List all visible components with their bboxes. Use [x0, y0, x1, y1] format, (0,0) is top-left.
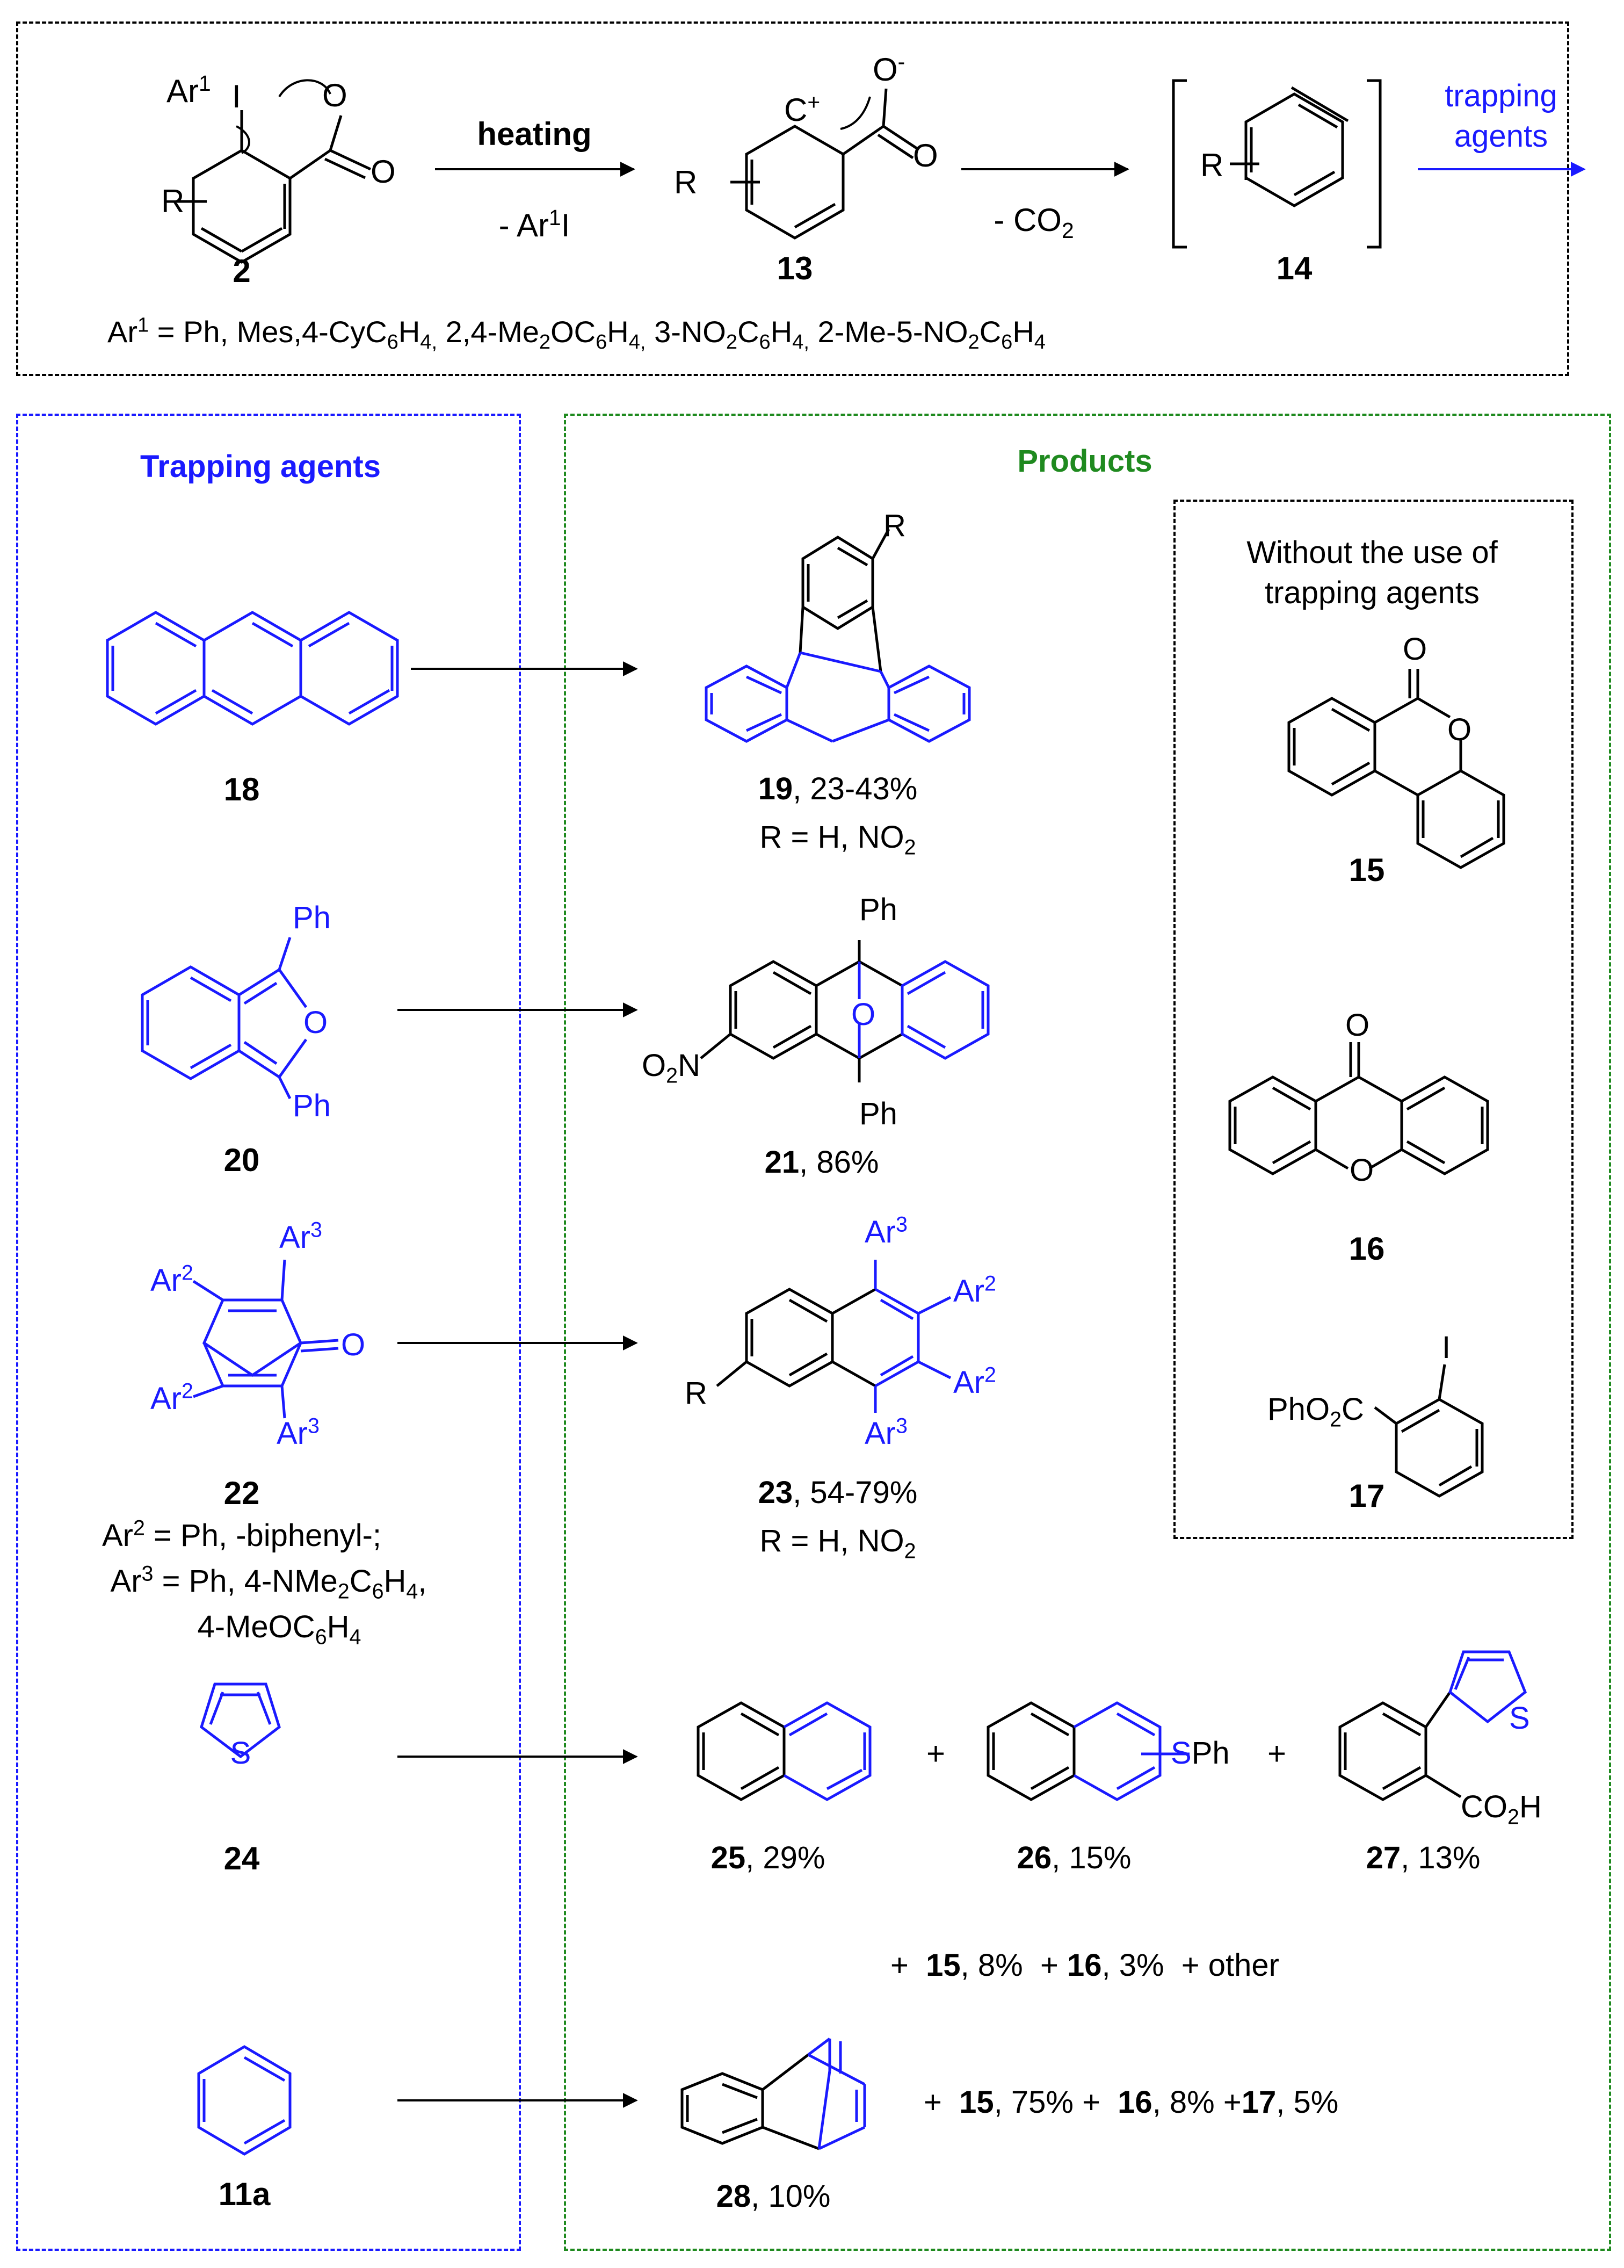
compound-21-label: 21, 86%: [764, 1145, 879, 1180]
iodine-label: I: [232, 78, 241, 114]
compound-27-label: 27, 13%: [1366, 1840, 1481, 1875]
compound-19-label: 19, 23-43%: [758, 771, 918, 806]
compound-24-structure: [200, 1682, 281, 1759]
ar3-definition-22: Ar3 = Ph, 4-NMe2C6H4,: [110, 1562, 427, 1604]
o-20: O: [303, 1005, 328, 1040]
ar2-top-22: Ar2: [150, 1261, 193, 1298]
products-panel: [564, 414, 1611, 2251]
compound-14-structure: [1172, 79, 1382, 249]
plus-26-27: +: [1267, 1736, 1287, 1772]
compound-21-structure: [700, 940, 990, 1082]
without-trapping-title-2: trapping agents: [1265, 575, 1480, 610]
ar3-top-23: Ar3: [865, 1212, 908, 1249]
sph-group-26: SPh: [1171, 1736, 1230, 1771]
compound-19-structure: [705, 528, 971, 743]
o-22: O: [341, 1327, 366, 1362]
o-carbonyl-16: O: [1345, 1008, 1370, 1043]
compound-16-structure: [1228, 1042, 1489, 1175]
ar1-definition: Ar1 = Ph, Mes,4-CyC6H4, 2,4-Me2OC6H4, 3-…: [107, 314, 1046, 354]
compound-17-label: 17: [1349, 1478, 1385, 1514]
compound-23-r-definition: R = H, NO2: [759, 1523, 916, 1563]
ph-bottom-20: Ph: [293, 1088, 331, 1123]
trapping-agents-arrow-label-1: trapping: [1445, 78, 1557, 113]
compound-25-label: 25, 29%: [711, 1840, 825, 1875]
trapping-agents-panel: [16, 414, 521, 2251]
ar2-definition-22: Ar2 = Ph, -biphenyl-;: [102, 1516, 382, 1553]
carbocation-label: C+: [784, 90, 821, 128]
r-substituent-14: R: [1200, 147, 1224, 183]
compound-28-structure: [680, 2038, 866, 2150]
compound-26-label: 26, 15%: [1017, 1840, 1132, 1875]
row24-additional-products: + 15, 8% + 16, 3% + other: [890, 1948, 1279, 1983]
compound-16-label: 16: [1349, 1231, 1385, 1267]
o-bridge-21: O: [851, 997, 876, 1032]
compound-24-label: 24: [223, 1840, 260, 1876]
compound-22-label: 22: [223, 1475, 260, 1511]
compound-11a-structure: [197, 2045, 292, 2156]
ar2-top-23: Ar2: [953, 1272, 996, 1309]
r-substituent-19: R: [883, 508, 906, 543]
ph-bottom-21: Ph: [859, 1096, 897, 1131]
compound-20-label: 20: [223, 1142, 260, 1178]
trapping-agents-arrow-label-2: agents: [1454, 119, 1548, 154]
ar3-top-22: Ar3: [279, 1218, 322, 1255]
compound-18-structure: [106, 611, 399, 726]
pho2c-group-17: PhO2C: [1267, 1392, 1364, 1432]
compound-14-label: 14: [1276, 250, 1313, 286]
o-13-label: O: [913, 138, 938, 174]
compound-15-structure: [1287, 669, 1505, 869]
compound-15-label: 15: [1349, 852, 1385, 888]
r-substituent-23: R: [685, 1376, 707, 1411]
compound-17-structure: [1374, 1364, 1484, 1498]
minus-co2-label: - CO2: [994, 202, 1074, 243]
co2h-group-27: CO2H: [1461, 1789, 1542, 1829]
reaction-scheme-box: [16, 21, 1569, 376]
ar1-label: Ar1: [166, 71, 211, 109]
sulfur-27: S: [1509, 1701, 1530, 1736]
compound-23-label: 23, 54-79%: [758, 1475, 918, 1510]
ph-top-21: Ph: [859, 892, 897, 927]
ar2-bottom-23: Ar2: [953, 1363, 996, 1400]
o-carbonyl-15: O: [1403, 632, 1427, 667]
compound-19-r-definition: R = H, NO2: [759, 820, 916, 859]
r-substituent-2: R: [161, 183, 185, 219]
compound-11a-label: 11a: [218, 2176, 271, 2212]
compound-26-structure: [987, 1701, 1190, 1801]
compound-27-structure: [1338, 1650, 1527, 1801]
compound-28-label: 28, 10%: [716, 2179, 831, 2214]
sulfur-24: S: [230, 1736, 251, 1771]
row11a-additional-products: + 15, 75% + 16, 8% +17, 5%: [924, 2085, 1339, 2120]
compound-13-structure: [730, 88, 919, 240]
ar3-bottom-23: Ar3: [865, 1414, 908, 1451]
ar2-bottom-22: Ar2: [150, 1379, 193, 1416]
compound-18-label: 18: [223, 771, 260, 807]
ar3-definition-22-cont: 4-MeOC6H4: [197, 1609, 361, 1649]
without-trapping-box: [1173, 500, 1574, 1539]
ring-oxygen-label: O: [322, 77, 347, 113]
compound-13-label: 13: [777, 250, 813, 286]
trapping-agents-title: Trapping agents: [140, 449, 381, 484]
carbonyl-oxygen-label: O: [371, 154, 396, 190]
compound-25-structure: [697, 1701, 872, 1801]
no2-group-21: O2N: [642, 1048, 700, 1088]
o-minus-label: O-: [873, 49, 905, 88]
compound-22-structure: [192, 1259, 339, 1419]
iodine-17: I: [1442, 1330, 1451, 1365]
compound-23-structure: [716, 1260, 952, 1413]
without-trapping-title-1: Without the use of: [1246, 535, 1498, 570]
compound-2-label: 2: [233, 253, 251, 289]
r-substituent-13: R: [674, 164, 698, 200]
products-title: Products: [1017, 444, 1152, 479]
compound-20-structure: [141, 937, 308, 1100]
ar3-bottom-22: Ar3: [277, 1414, 320, 1451]
ph-top-20: Ph: [293, 900, 331, 935]
heating-label: heating: [477, 116, 592, 152]
o-ring-15: O: [1447, 712, 1472, 747]
o-ring-16: O: [1350, 1153, 1374, 1188]
minus-ar1i-label: - Ar1I: [498, 205, 570, 243]
compound-2-structure: [177, 79, 372, 264]
plus-25-26: +: [926, 1736, 946, 1772]
